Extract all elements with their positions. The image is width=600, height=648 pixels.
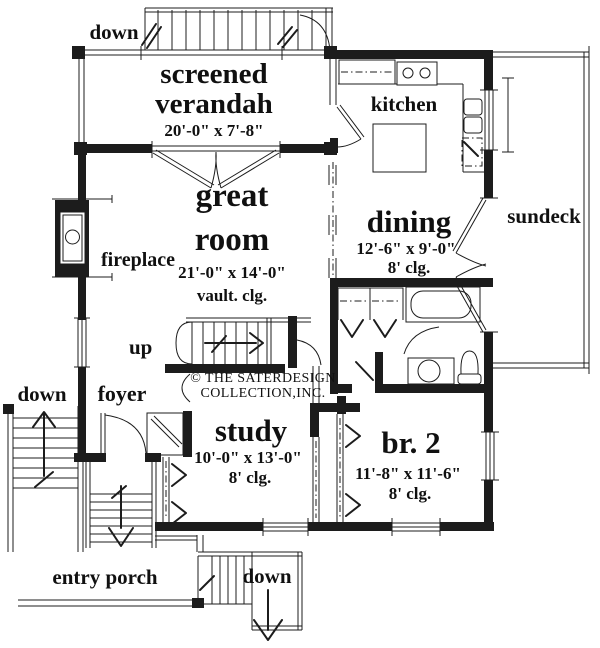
stairs-up-interior: up: [129, 316, 322, 404]
pantry-cabinet: [461, 137, 483, 167]
stairs-up-label: up: [129, 335, 152, 359]
great-room-label-1: great: [196, 178, 269, 214]
closets: [337, 287, 404, 338]
dining-dims: 12'-6" x 9'-0": [356, 239, 455, 258]
toilet-fixture: [457, 350, 482, 385]
kitchen-room: kitchen: [329, 50, 514, 198]
refrigerator-fixture: [463, 98, 483, 134]
great-room-label-2: room: [195, 222, 270, 258]
vanity-fixture: [407, 357, 455, 385]
bathroom: [330, 286, 493, 394]
stairs-bottom-label: down: [242, 564, 291, 588]
sundeck-label: sundeck: [507, 204, 581, 228]
bedroom2-room: br. 2 11'-8" x 11'-6" 8' clg.: [336, 332, 499, 536]
study-dims: 10'-0" x 13'-0": [194, 448, 302, 467]
dining-room: dining 12'-6" x 9'-0" 8' clg.: [328, 162, 493, 287]
copyright-line-2: COLLECTION,INC.: [201, 386, 326, 401]
stairs-foyer-to-porch: [85, 462, 157, 548]
kitchen-island: [372, 123, 427, 173]
dining-ceiling: 8' clg.: [388, 258, 431, 277]
fireplace-fixture: [52, 195, 113, 281]
study-ceiling: 8' clg.: [229, 468, 272, 487]
great-room-dims: 21'-0" x 14'-0": [178, 263, 286, 282]
hall-door-swing: [181, 373, 191, 403]
verandah-room: screened verandah 20'-0" x 7'-8": [72, 46, 338, 189]
foyer-closet: [146, 411, 192, 457]
hall-door-leaf: [355, 361, 374, 381]
great-room: fireplace great room 21'-0" x 14'-0" vau…: [52, 145, 286, 455]
stairs-top-down: down: [89, 7, 333, 51]
copyright-notice: © THE SATERDESIGN COLLECTION,INC.: [190, 371, 336, 401]
bath-door-arc: [403, 326, 440, 355]
bedroom2-ceiling: 8' clg.: [389, 484, 432, 503]
study-label: study: [215, 413, 288, 448]
foyer-room: foyer: [74, 373, 192, 548]
stairs-bottom-down: down: [197, 551, 303, 641]
stairs-top-label: down: [89, 20, 138, 44]
bedroom2-label: br. 2: [381, 425, 440, 460]
copyright-line-1: © THE SATERDESIGN: [190, 371, 336, 386]
fireplace-label: fireplace: [101, 249, 175, 271]
foyer-label: foyer: [98, 381, 147, 406]
study-room: study 10'-0" x 13'-0" 8' clg.: [155, 403, 360, 536]
entry-porch-area: entry porch: [18, 535, 204, 608]
dining-label: dining: [367, 204, 452, 239]
bathtub-fixture: [405, 286, 481, 323]
cooktop-fixture: [396, 61, 438, 86]
bedroom2-dims: 11'-8" x 11'-6": [355, 464, 461, 483]
verandah-label-2: verandah: [155, 88, 273, 120]
french-doors-sundeck: [452, 197, 498, 333]
stairs-left-down: down: [3, 382, 84, 552]
sundeck-area: sundeck: [452, 46, 590, 374]
stairs-left-label: down: [17, 382, 66, 406]
kitchen-label: kitchen: [371, 92, 438, 116]
great-room-ceiling: vault. clg.: [197, 286, 267, 305]
verandah-label-1: screened: [160, 58, 267, 90]
entry-door: [100, 413, 147, 454]
french-doors-verandah: [152, 149, 280, 189]
entry-porch-label: entry porch: [52, 565, 158, 589]
verandah-dims: 20'-0" x 7'-8": [164, 121, 263, 140]
